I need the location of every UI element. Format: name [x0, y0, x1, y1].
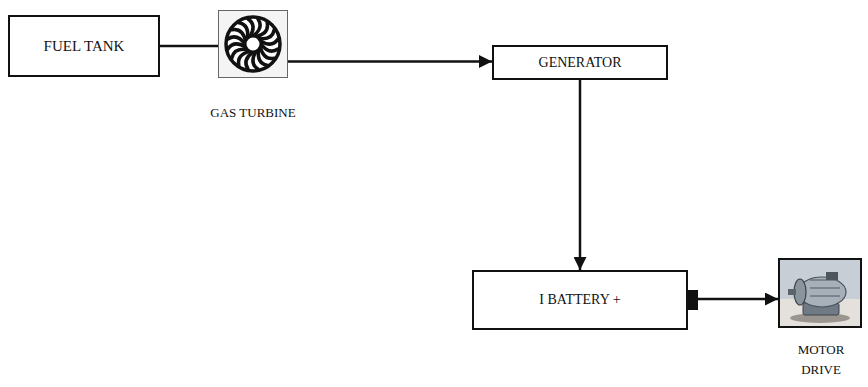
- node-label: I BATTERY +: [539, 292, 620, 308]
- node-label: FUEL TANK: [44, 38, 125, 55]
- turbine-wheel: [219, 11, 287, 77]
- motor-photo: [779, 259, 861, 327]
- node-caption: MOTOR DRIVE: [784, 340, 858, 380]
- node-caption: GAS TURBINE: [188, 103, 318, 123]
- turbine-icon-ground: [219, 11, 287, 77]
- fuel-tank-box: FUEL TANK: [8, 15, 160, 77]
- flow-arrow: [288, 60, 492, 63]
- turbine-hub: [245, 36, 261, 52]
- motor-drive-picture: MOTOR DRIVE: [778, 258, 862, 328]
- flow-arrow: [579, 80, 582, 270]
- battery-terminal: [688, 290, 698, 310]
- battery-box: I BATTERY +: [472, 270, 688, 330]
- node-label: GENERATOR: [539, 55, 622, 71]
- flow-arrow: [160, 45, 218, 48]
- motor-fins: [810, 280, 840, 296]
- flow-arrow: [688, 298, 778, 301]
- turbine-ring: [226, 17, 280, 71]
- gas-turbine-icon: GAS TURBINE: [218, 10, 288, 78]
- motor-shaft: [788, 289, 796, 295]
- generator-box: GENERATOR: [492, 45, 668, 80]
- motor-connector: [826, 272, 838, 280]
